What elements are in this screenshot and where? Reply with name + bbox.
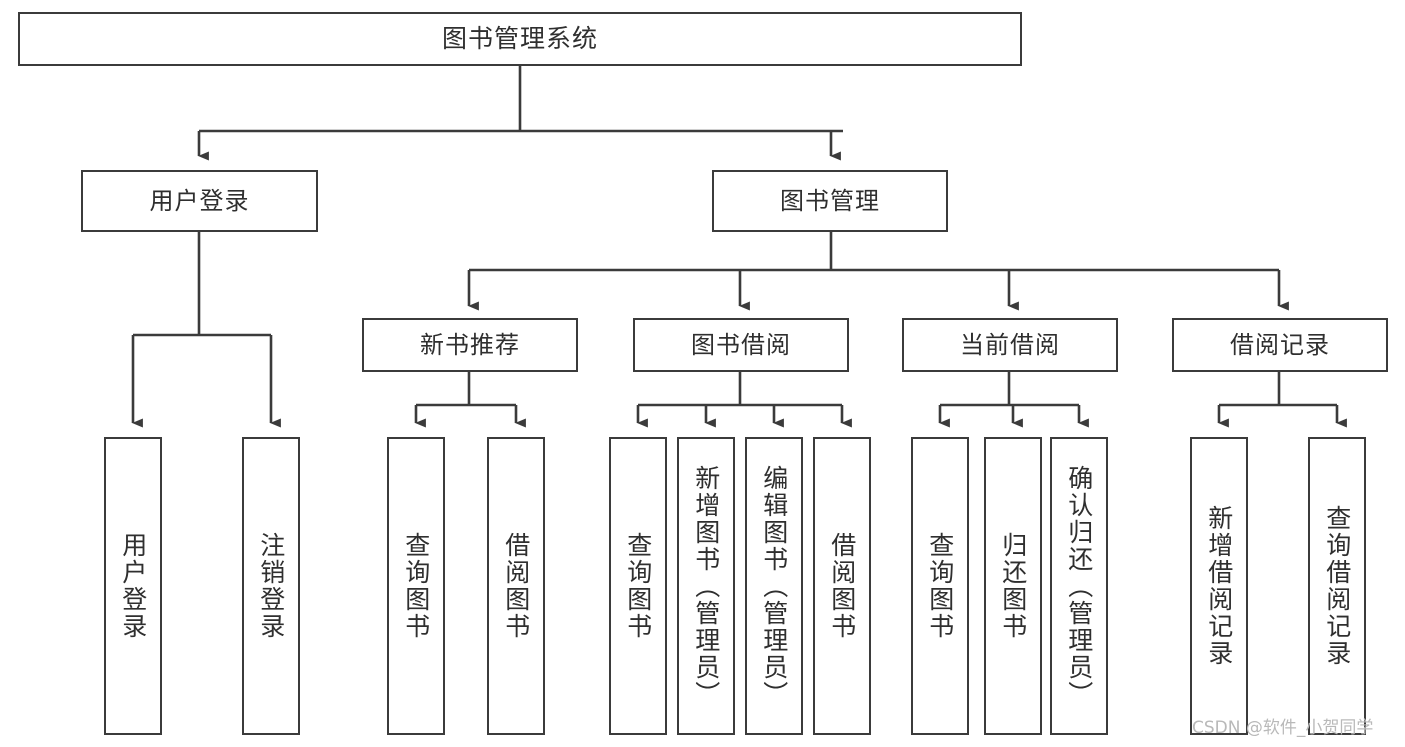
node-root-label: 图书管理系统: [441, 24, 598, 53]
node-leaf-borrow-book-2-label: 借阅图书: [827, 532, 857, 640]
node-leaf-confirm-return-label: 确认归还（管理员）: [1064, 464, 1094, 708]
node-leaf-query-record[interactable]: 查询借阅记录: [1308, 437, 1366, 735]
node-leaf-add-record[interactable]: 新增借阅记录: [1190, 437, 1248, 735]
node-leaf-query-record-label: 查询借阅记录: [1322, 505, 1352, 667]
node-root[interactable]: 图书管理系统: [18, 12, 1022, 66]
node-leaf-return-book-label: 归还图书: [998, 532, 1028, 640]
node-borrow-record[interactable]: 借阅记录: [1172, 318, 1388, 372]
node-leaf-query-book-2[interactable]: 查询图书: [609, 437, 667, 735]
node-book-manage-label: 图书管理: [780, 186, 880, 215]
node-leaf-query-book-1-label: 查询图书: [401, 532, 431, 640]
node-leaf-edit-book[interactable]: 编辑图书（管理员）: [745, 437, 803, 735]
node-leaf-query-book-2-label: 查询图书: [623, 532, 653, 640]
node-leaf-borrow-book-2[interactable]: 借阅图书: [813, 437, 871, 735]
node-current-borrow-label: 当前借阅: [960, 330, 1060, 359]
node-leaf-query-book-1[interactable]: 查询图书: [387, 437, 445, 735]
node-leaf-borrow-book-1-label: 借阅图书: [501, 532, 531, 640]
node-leaf-add-record-label: 新增借阅记录: [1204, 505, 1234, 667]
csdn-watermark: CSDN @软件_小贺同学: [1192, 718, 1374, 738]
node-leaf-user-login-label: 用户登录: [118, 532, 148, 640]
node-leaf-borrow-book-1[interactable]: 借阅图书: [487, 437, 545, 735]
node-leaf-confirm-return[interactable]: 确认归还（管理员）: [1050, 437, 1108, 735]
node-leaf-add-book[interactable]: 新增图书（管理员）: [677, 437, 735, 735]
node-leaf-query-book-3-label: 查询图书: [925, 532, 955, 640]
node-new-book-recommend-label: 新书推荐: [420, 330, 520, 359]
node-leaf-user-login[interactable]: 用户登录: [104, 437, 162, 735]
node-user-login-label: 用户登录: [149, 186, 250, 215]
node-current-borrow[interactable]: 当前借阅: [902, 318, 1118, 372]
node-book-manage[interactable]: 图书管理: [712, 170, 948, 232]
node-new-book-recommend[interactable]: 新书推荐: [362, 318, 578, 372]
node-leaf-logout-label: 注销登录: [256, 532, 286, 640]
node-leaf-add-book-label: 新增图书（管理员）: [691, 464, 721, 708]
node-leaf-return-book[interactable]: 归还图书: [984, 437, 1042, 735]
node-user-login[interactable]: 用户登录: [81, 170, 318, 232]
node-borrow-record-label: 借阅记录: [1230, 330, 1330, 359]
node-book-borrow[interactable]: 图书借阅: [633, 318, 849, 372]
node-leaf-logout[interactable]: 注销登录: [242, 437, 300, 735]
node-book-borrow-label: 图书借阅: [691, 330, 791, 359]
node-leaf-query-book-3[interactable]: 查询图书: [911, 437, 969, 735]
node-leaf-edit-book-label: 编辑图书（管理员）: [759, 464, 789, 708]
